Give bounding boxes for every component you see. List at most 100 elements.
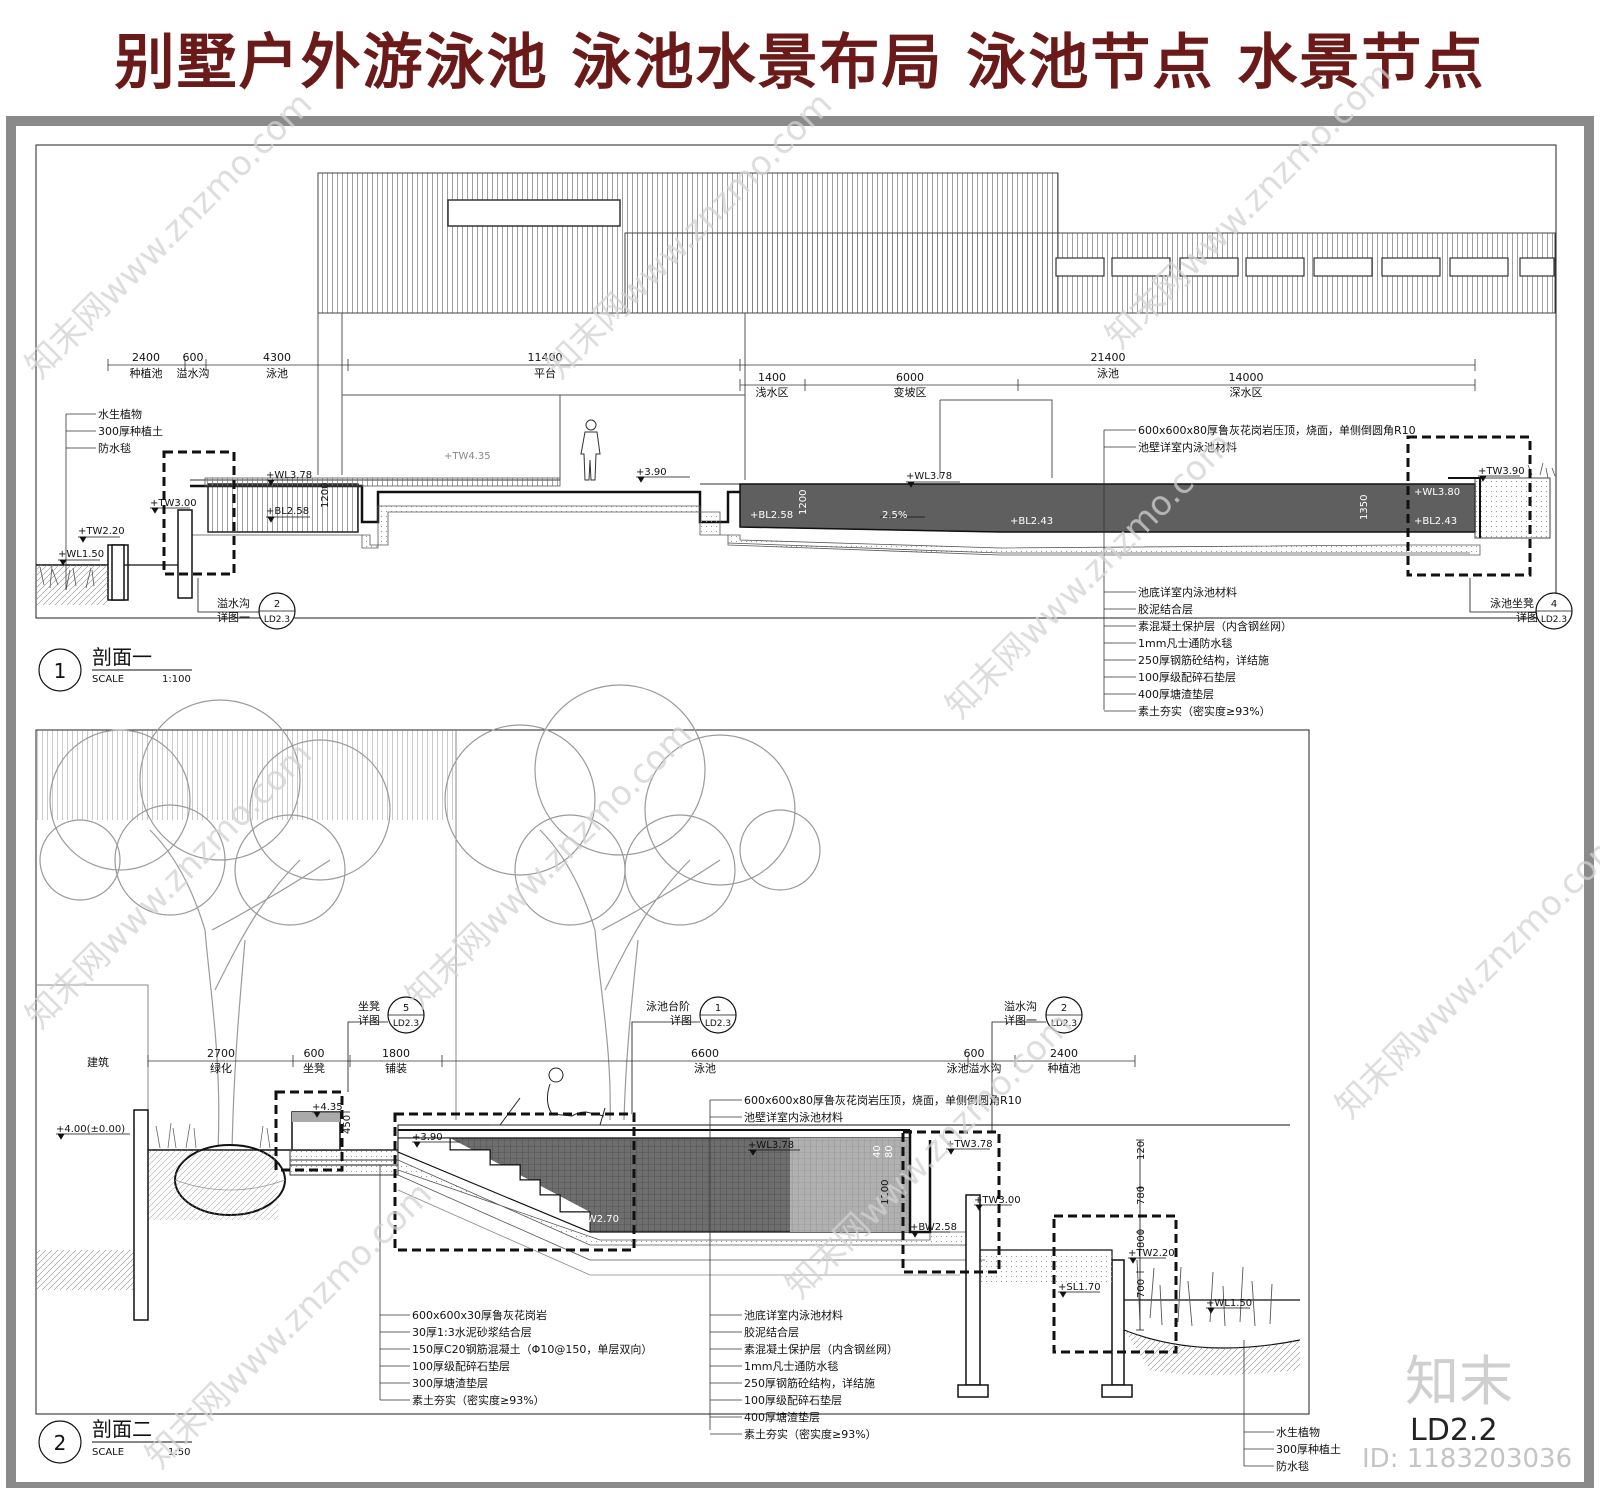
note: 600x600x30厚鲁灰花岗岩 [412,1308,547,1322]
callout-sheet: LD2.3 [264,615,290,625]
vertical-dim: 120 [1136,1141,1147,1160]
dim-value: 4300 [263,351,291,364]
section2-top-notes: 600x600x80厚鲁灰花岗岩压顶，烧面，单侧倒圆角R10 池壁详室内泳池材料 [744,1093,1022,1124]
elevation-tag: +BW2.70 [572,1214,619,1225]
vertical-dim: 800 [1136,1229,1147,1248]
scale-value: 1:100 [162,674,191,685]
note: 300厚塘渣垫层 [412,1376,488,1390]
note: 素混凝土保护层（内含钢丝网） [744,1342,898,1356]
scale-label: SCALE [92,1447,124,1458]
callout-ref: 详图一 [217,610,250,624]
section2-left-notes: 600x600x30厚鲁灰花岗岩 30厚1:3水泥砂浆结合层 150厚C20钢筋… [412,1308,652,1407]
lounger-figure [490,1067,630,1126]
section-number: 1 [54,659,67,683]
elevation-tag: +WL3.78 [906,471,952,482]
section2-title: 2 剖面二 SCALE 1:50 [38,1417,192,1464]
dim-value: 600 [304,1047,325,1060]
section1-bottom-notes: 池底详室内泳池材料 胶泥结合层 素混凝土保护层（内含钢丝网） 1mm凡士通防水毯… [1138,585,1292,718]
elevation-tag: +3.90 [636,467,667,478]
note: 素土夯实（密实度≥93%） [1138,704,1271,718]
callout-name: 溢水沟 [217,596,250,610]
dim-value: 11400 [528,351,563,364]
callout-ref: 详图 [358,1013,380,1027]
dim-value: 1800 [382,1047,410,1060]
note: 100厚级配碎石垫层 [744,1393,842,1407]
section-number: 2 [54,1431,67,1455]
detail-box-bench [1406,435,1532,577]
slope-label: 2.5% [882,510,907,521]
section1-dimension-labels: 2400 种植池 600 溢水沟 4300 泳池 11400 平台 21400 … [130,351,1264,399]
person-figure [580,419,601,481]
note: 防水毯 [98,441,131,455]
callout-bench-2: 坐凳 详图 5 LD2.3 [347,996,425,1092]
watermark-logo: 知末 [1405,1350,1513,1413]
note: 池底详室内泳池材料 [1138,585,1237,599]
elevation-tag: +WL3.78 [748,1140,794,1151]
note: 300厚种植土 [98,424,163,438]
callout-ref: 详图 [670,1013,692,1027]
elevation-markers [58,475,1520,566]
callout-num: 2 [1061,1003,1067,1014]
elevation-tag: +TW4.35 [444,451,491,462]
dim-label: 泳池 [1097,366,1119,380]
section1-structure [36,462,1556,605]
elevation-tag: +4.35 [312,1102,343,1113]
dim-label: 种植池 [1048,1061,1081,1075]
section2-right-notes: 水生植物 300厚种植土 防水毯 [1276,1425,1341,1473]
detail-box-overflow [901,1130,1001,1274]
callout-num: 5 [403,1003,409,1014]
note: 600x600x80厚鲁灰花岗岩压顶，烧面，单侧倒圆角R10 [1138,423,1416,437]
note: 400厚塘渣垫层 [1138,687,1214,701]
note: 400厚塘渣垫层 [744,1410,820,1424]
elevation-tag: +BW2.58 [910,1222,957,1233]
callout-name: 泳池台阶 [646,999,690,1013]
elevation-tag: +BL2.58 [750,510,793,521]
elevation-tag: +3.90 [412,1132,443,1143]
note: 1mm凡士通防水毯 [1138,636,1232,650]
callout-steps: 泳池台阶 详图 1 LD2.3 [631,996,737,1114]
callout-ref: 详图 [1516,610,1538,624]
section1-left-notes: 水生植物 300厚种植土 防水毯 [98,407,163,455]
dim-label: 坐凳 [303,1061,325,1075]
tree-left [39,699,391,1151]
section1-top-notes: 600x600x80厚鲁灰花岗岩压顶，烧面，单侧倒圆角R10 池壁详室内泳池材料 [1138,423,1416,454]
callout-name: 坐凳 [358,999,380,1013]
elevation-tag: +BL2.43 [1414,516,1457,527]
vertical-dim: 40 [872,1145,883,1158]
vertical-dim: 780 [1136,1186,1147,1205]
detail-box-overflow [162,450,236,576]
callout-ref: 详图一 [1004,1013,1037,1027]
dim-label: 泳池 [266,366,288,380]
elevation-tag: +WL1.50 [58,549,104,560]
dim-value: 600 [964,1047,985,1060]
detail-box-planter [1052,1214,1178,1354]
elevation-tag: +WL3.80 [1414,487,1460,498]
elevation-tag: +BL2.58 [266,506,309,517]
callout-sheet: LD2.3 [1541,615,1567,625]
callout-name: 溢水沟 [1004,999,1037,1013]
page-title: 别墅户外游泳池 泳池水景布局 泳池节点 水景节点 [114,28,1486,98]
section1-title: 1 剖面一 SCALE 1:100 [38,645,192,692]
note: 胶泥结合层 [1138,602,1193,616]
dim-value: 600 [183,351,204,364]
elevation-tag: +BL2.43 [1010,516,1053,527]
note: 池壁详室内泳池材料 [1138,440,1237,454]
dim-label: 绿化 [210,1061,232,1075]
detail-box-steps [393,1112,636,1252]
note: 素土夯实（密实度≥93%） [744,1427,877,1441]
detail-box-bench [274,1090,344,1172]
dim-value: 21400 [1091,351,1126,364]
dim-label: 泳池溢水沟 [947,1061,1002,1075]
dim-value: 1400 [758,371,786,384]
note: 池底详室内泳池材料 [744,1308,843,1322]
callout-overflow: 溢水沟 详图一 2 LD2.3 [197,578,296,630]
callout-num: 1 [715,1003,721,1014]
note: 水生植物 [1276,1425,1320,1439]
vertical-dim: 80 [884,1145,895,1158]
vertical-dim: 1200 [880,1180,891,1205]
note: 250厚钢筋砼结构，详结施 [1138,653,1269,667]
note: 1mm凡士通防水毯 [744,1359,838,1373]
note: 600x600x80厚鲁灰花岗岩压顶，烧面，单侧倒圆角R10 [744,1093,1022,1107]
note: 250厚钢筋砼结构，详结施 [744,1376,875,1390]
